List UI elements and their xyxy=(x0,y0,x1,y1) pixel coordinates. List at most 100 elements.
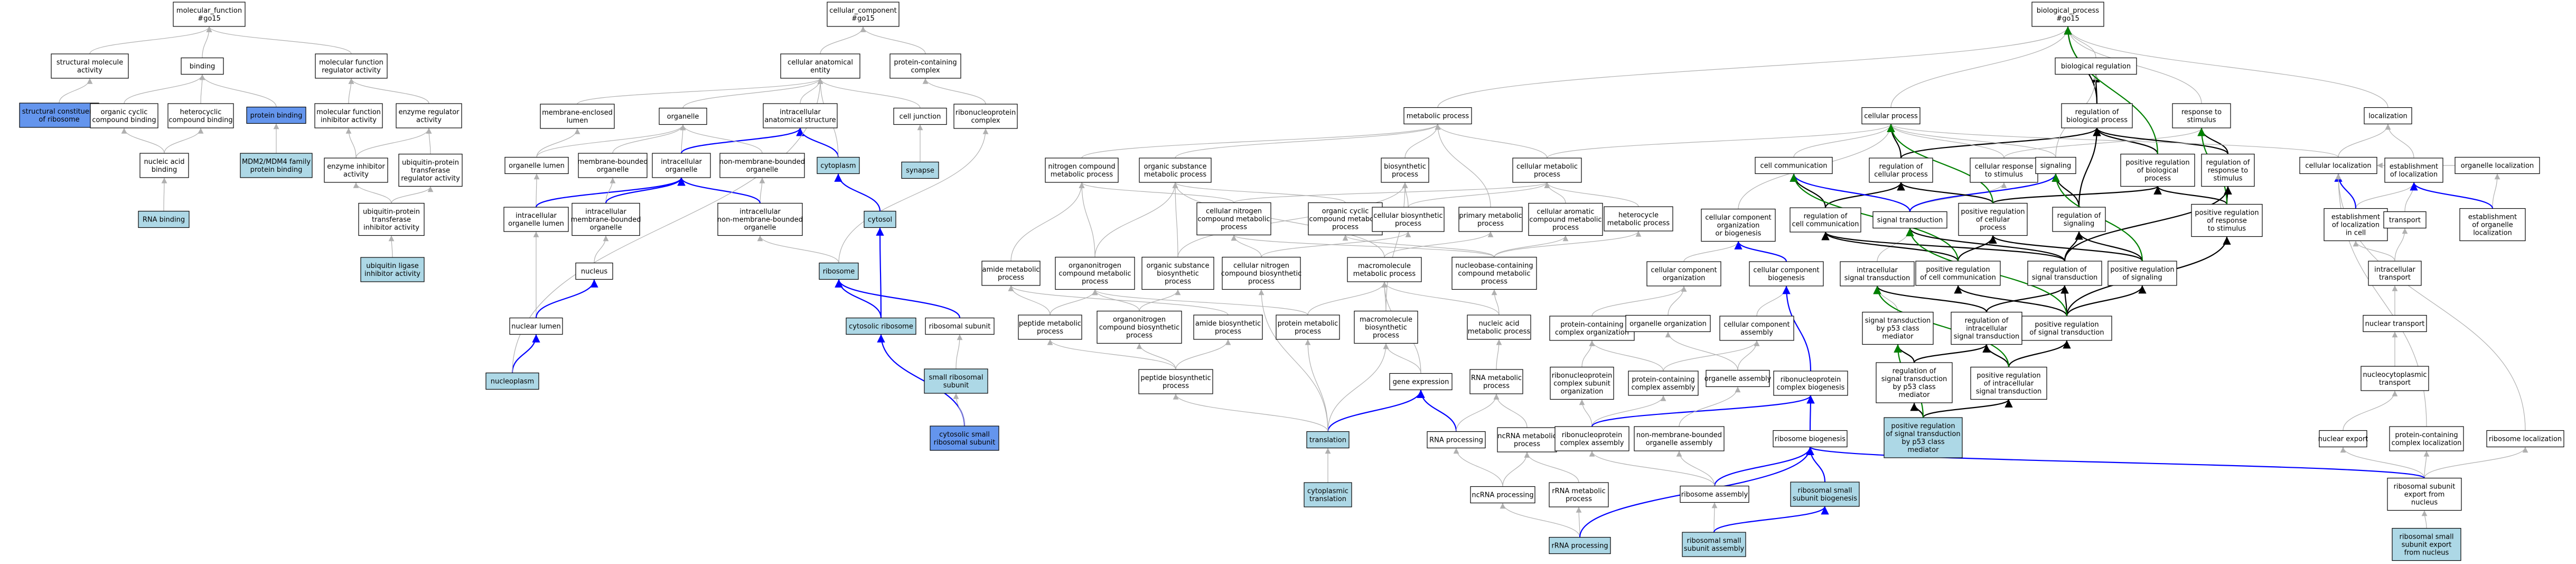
go-term-node[interactable]: cellular process xyxy=(1861,107,1921,125)
go-term-node[interactable]: ribosomal subunit xyxy=(925,317,995,335)
go-term-node[interactable]: nuclear export xyxy=(2318,430,2368,448)
go-term-node[interactable]: nuclear lumen xyxy=(509,317,563,335)
go-term-node[interactable]: ncRNA processing xyxy=(1470,486,1535,504)
go-term-node[interactable]: nucleoplasm xyxy=(485,372,539,390)
go-term-node[interactable]: rRNA processing xyxy=(1549,537,1611,554)
go-term-node[interactable]: nucleus xyxy=(575,262,613,280)
go-term-node[interactable]: cellular localization xyxy=(2299,156,2377,174)
go-term-node[interactable]: ribosome assembly xyxy=(1680,485,1749,503)
go-term-node[interactable]: biological_process#go15 xyxy=(2031,2,2104,27)
go-term-node[interactable]: transport xyxy=(2383,211,2427,229)
go-term-node[interactable]: organelle assembly xyxy=(1704,369,1772,387)
go-term-node[interactable]: organelle localization xyxy=(2455,156,2540,174)
go-term-node[interactable]: cytosol xyxy=(864,210,896,228)
go-term-node[interactable]: biological regulation xyxy=(2055,57,2137,75)
go-term-node[interactable]: ribosome xyxy=(819,262,859,280)
go-term-node[interactable]: ribosome localization xyxy=(2486,430,2564,448)
go-term-node[interactable]: RNA processing xyxy=(1427,431,1486,449)
go-term-node[interactable]: cytosolic ribosome xyxy=(846,317,916,335)
go-term-node[interactable]: intracellularnon-membrane-boundedorganel… xyxy=(717,202,803,236)
go-term-node[interactable]: cytoplasm xyxy=(817,156,860,174)
go-term-node[interactable]: ribosome biogenesis xyxy=(1773,430,1848,448)
go-term-node[interactable]: gene expression xyxy=(1389,373,1453,391)
go-term-node[interactable]: synapse xyxy=(901,161,939,179)
go-term-node[interactable]: protein binding xyxy=(246,106,306,124)
go-term-node[interactable]: molecular_function#go15 xyxy=(173,2,246,27)
go-term-node[interactable]: localization xyxy=(2364,107,2412,125)
go-term-node[interactable]: organelle xyxy=(659,107,707,125)
go-term-node[interactable]: organelle organization xyxy=(1625,315,1711,332)
go-term-node[interactable]: metabolic process xyxy=(1403,107,1472,125)
go-term-node[interactable]: RNA binding xyxy=(138,210,190,228)
go-term-node[interactable]: cell junction xyxy=(893,107,947,125)
go-term-node[interactable]: nuclear transport xyxy=(2363,315,2427,332)
